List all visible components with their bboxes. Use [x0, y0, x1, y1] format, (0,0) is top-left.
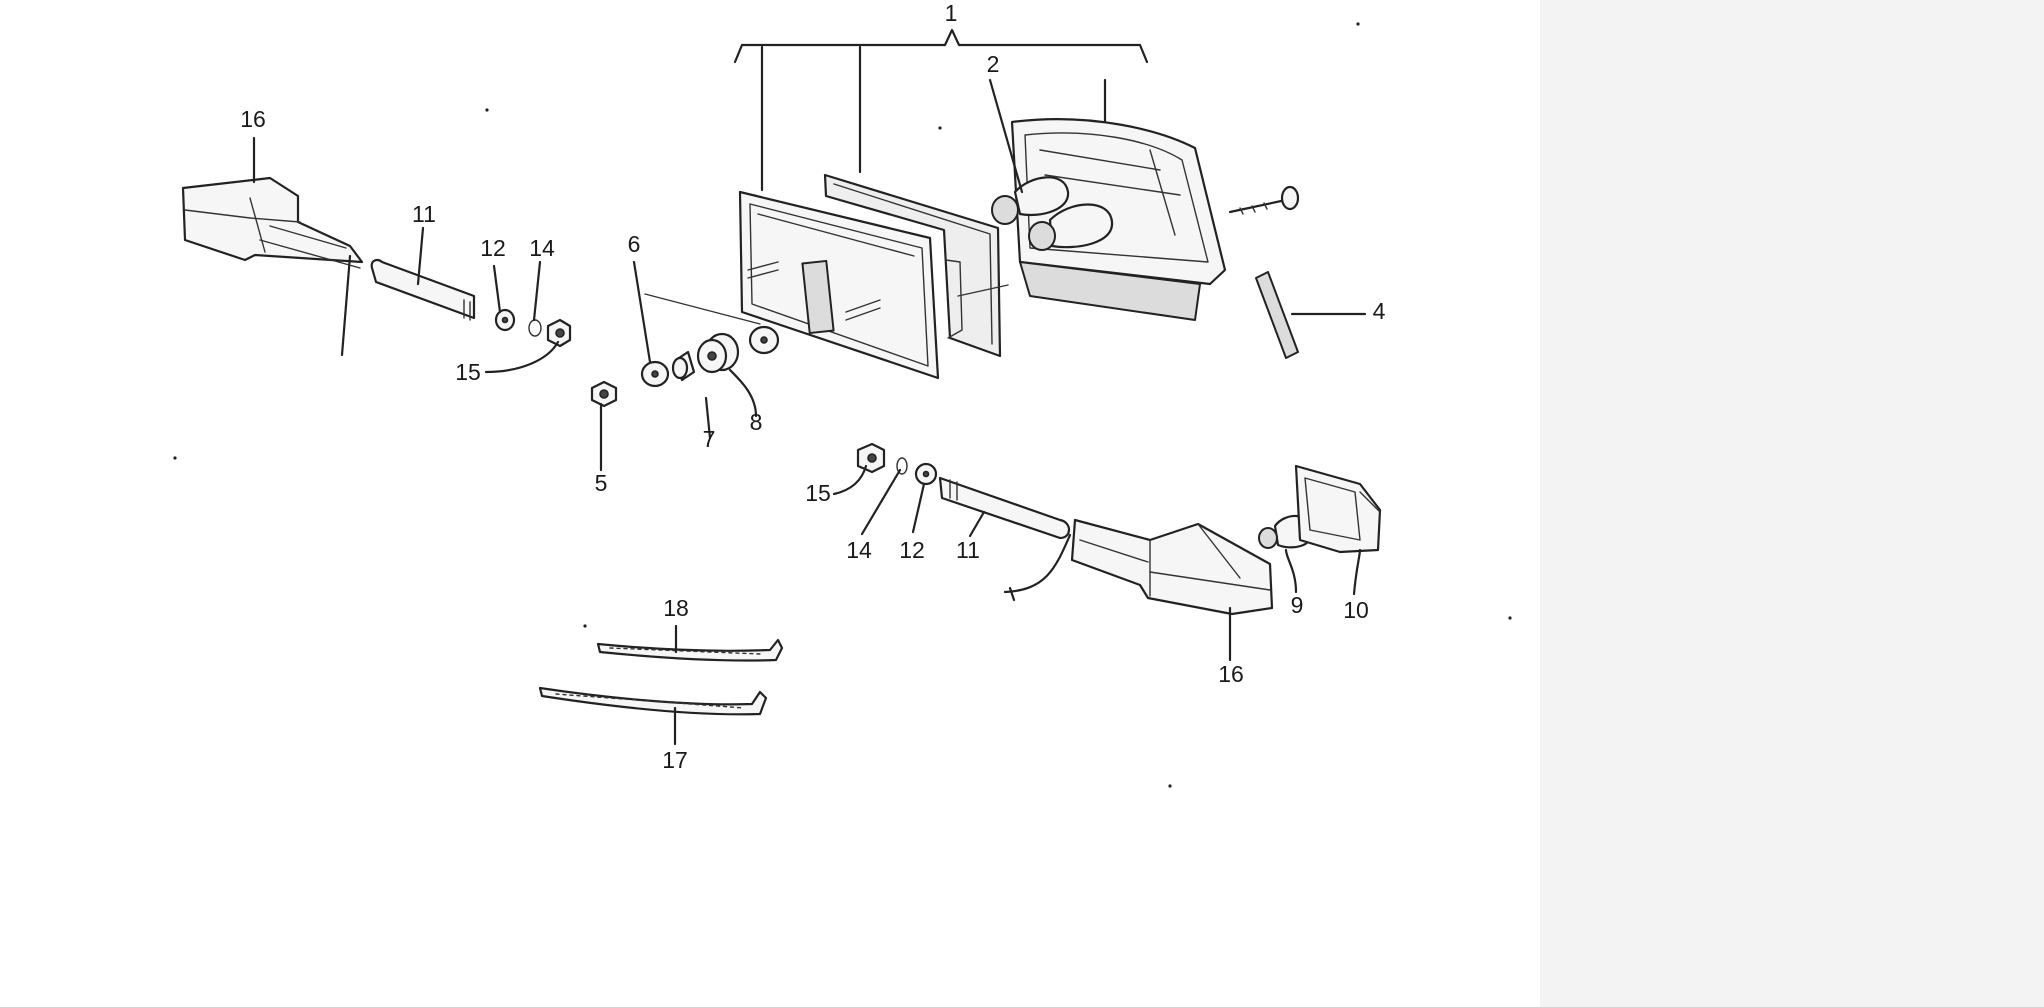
scan-specks — [173, 22, 1512, 788]
callout-10: 10 — [1343, 597, 1369, 623]
callout-7: 7 — [703, 426, 716, 452]
callout-15-left: 15 — [455, 359, 481, 385]
hardware-nut-5 — [590, 380, 618, 408]
stem-11-left — [370, 258, 476, 321]
parts-diagram-canvas: 1 2 4 5 6 7 8 9 10 11 11 12 12 14 14 15 … — [173, 0, 1512, 788]
lockwasher-14-right — [896, 457, 908, 475]
leader-lines — [252, 78, 1367, 746]
lens-10 — [1294, 464, 1382, 554]
callout-14-left: 14 — [529, 235, 555, 261]
assembly-bracket-1 — [733, 28, 1149, 192]
spacer-7 — [671, 350, 696, 382]
nut-15-right — [856, 442, 886, 474]
washer-6 — [640, 293, 761, 388]
callout-11-right: 11 — [956, 537, 980, 563]
washer-8b — [748, 325, 780, 355]
turn-signal-right — [1003, 518, 1274, 616]
tail-light-base — [738, 190, 940, 380]
callout-labels: 1 2 4 5 6 7 8 9 10 11 11 12 12 14 14 15 … — [240, 0, 1385, 773]
nut-15-left — [546, 318, 572, 348]
callout-14-right: 14 — [846, 537, 872, 563]
reflector-strip-4 — [1255, 271, 1299, 359]
callout-8: 8 — [750, 409, 763, 435]
callout-15-right: 15 — [805, 480, 831, 506]
callout-9: 9 — [1291, 592, 1304, 618]
gasket — [823, 173, 1002, 358]
turn-signal-left — [181, 176, 364, 357]
lens-screw — [1228, 185, 1300, 215]
stem-11-right — [938, 476, 1071, 540]
callout-11-left: 11 — [412, 201, 436, 227]
callout-6: 6 — [628, 231, 641, 257]
exploded-view-drawing: 1 2 4 5 6 7 8 9 10 11 11 12 12 14 14 15 … — [173, 0, 1512, 788]
right-margin-background — [1540, 0, 2044, 1007]
lockwasher-14-left — [528, 319, 542, 337]
callout-1: 1 — [945, 0, 958, 26]
callout-16-right: 16 — [1218, 661, 1244, 687]
bulb-2-lower — [1028, 203, 1114, 251]
callout-18: 18 — [663, 595, 689, 621]
callout-5: 5 — [595, 470, 608, 496]
callout-16-left: 16 — [240, 106, 266, 132]
callout-12-left: 12 — [480, 235, 506, 261]
callout-17: 17 — [662, 747, 688, 773]
washer-12-left — [494, 308, 516, 332]
trim-strip-17 — [538, 686, 768, 716]
callout-12-right: 12 — [899, 537, 925, 563]
trim-strip-18 — [596, 638, 784, 662]
washer-12-right — [914, 462, 938, 486]
bulb-2-upper — [991, 176, 1070, 225]
grommet-8 — [696, 332, 740, 374]
callout-2: 2 — [987, 51, 1000, 77]
callout-4: 4 — [1373, 298, 1386, 324]
